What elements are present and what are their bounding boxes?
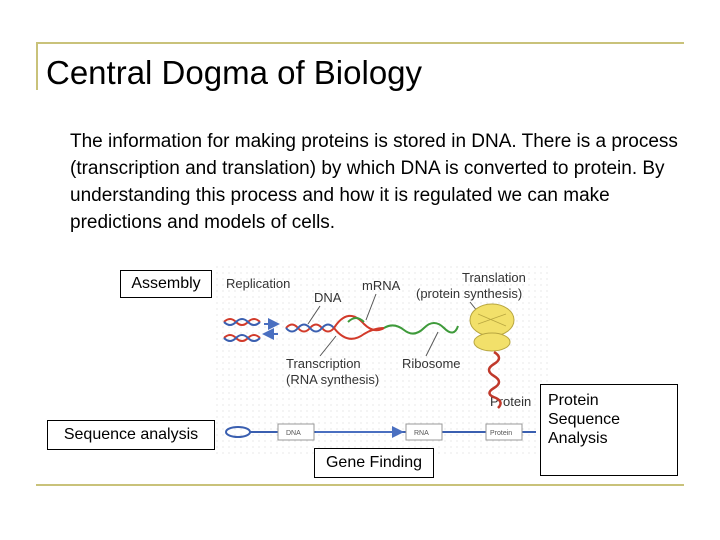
central-dogma-diagram: Replication DNA mRNA Translation (protei… [216, 266, 552, 454]
label-mrna: mRNA [362, 278, 401, 293]
pointer-dna [307, 305, 321, 325]
pointer-ribosome [425, 331, 439, 357]
slide-title: Central Dogma of Biology [46, 54, 423, 91]
slide-body-text: The information for making proteins is s… [70, 131, 678, 233]
bar-label-protein: Protein [490, 430, 512, 437]
pointer-mrna [365, 293, 377, 321]
bar-label-rna: RNA [414, 430, 429, 437]
frame-top-line [36, 42, 684, 44]
bar-label-dna: DNA [286, 430, 301, 437]
label-translation-sub: (protein synthesis) [416, 286, 522, 301]
gene-bar-schematic [225, 423, 536, 441]
dna-helix-middle [285, 323, 335, 333]
frame-bottom-line [36, 484, 684, 486]
label-translation: Translation [462, 270, 526, 285]
pointer-transcription [319, 335, 337, 357]
label-dna: DNA [314, 290, 342, 305]
frame-left-line [36, 42, 38, 90]
label-protein: Protein [490, 394, 531, 409]
ribosome [469, 303, 515, 352]
assembly-label-box: Assembly [120, 270, 212, 298]
sequence-analysis-label-box: Sequence analysis [47, 420, 215, 450]
label-replication: Replication [226, 276, 290, 291]
transcription-bubble [333, 315, 385, 340]
mrna-strand [383, 322, 459, 335]
protein-sequence-analysis-box: Protein Sequence Analysis [540, 384, 678, 476]
protein-seq-line-3: Analysis [548, 430, 608, 447]
protein-chain [487, 350, 502, 409]
protein-seq-line-1: Protein [548, 392, 599, 409]
diagram-background [216, 266, 552, 454]
protein-seq-line-2: Sequence [548, 411, 621, 428]
label-ribosome: Ribosome [402, 356, 461, 371]
dna-helix-left [223, 318, 261, 342]
gene-finding-label-box: Gene Finding [314, 448, 434, 478]
label-transcription: Transcription [286, 356, 361, 371]
label-transcription-sub: (RNA synthesis) [286, 372, 379, 387]
